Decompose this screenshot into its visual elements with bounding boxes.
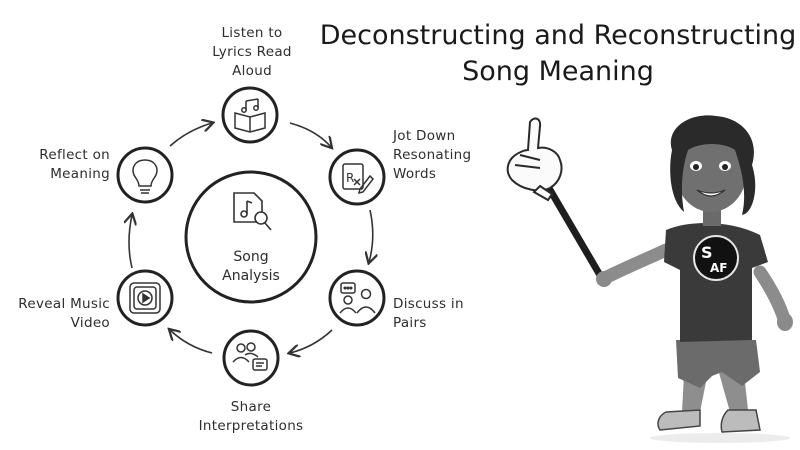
node-jot: R [328,148,386,206]
presenter-character: S AF [596,115,793,443]
page-title: Deconstructing and Reconstructing Song M… [318,18,798,90]
play-video-icon [129,282,161,314]
step-label-reveal: Reveal Music Video [18,296,110,331]
people-comment-icon [232,342,268,371]
title-line-1: Deconstructing and Reconstructing [319,20,797,51]
prescription-pencil-icon: R [342,163,374,195]
pointer-stick [542,179,608,286]
open-book-music-notes-icon [234,98,266,133]
pointing-presenter-figure: S AF [506,115,793,443]
step-label-share: Share Interpretations [198,399,304,434]
node-reveal [116,269,174,327]
music-file-search-icon [233,192,272,231]
lightbulb-icon [132,159,158,194]
svg-text:R: R [346,171,354,185]
center-node [184,170,318,304]
node-reflect [116,146,174,204]
node-listen [221,86,279,144]
step-label-listen: Listen to Lyrics Read Aloud [212,25,292,79]
shirt-logo-letter-2: AF [710,261,727,275]
step-label-discuss: Discuss in Pairs [393,296,464,331]
title-line-2: Song Meaning [462,56,654,87]
center-label: Song Analysis [222,249,280,284]
cycle-diagram: R [116,86,386,387]
people-chat-icon [339,282,376,314]
cycle-arrows [129,123,373,353]
step-label-jot: Jot Down Resonating Words [393,128,472,182]
node-discuss [328,269,386,327]
shirt-logo-letter-1: S [701,243,713,262]
step-label-reflect: Reflect on Meaning [39,147,110,182]
pointing-glove-icon [506,117,563,202]
node-share [222,329,280,387]
